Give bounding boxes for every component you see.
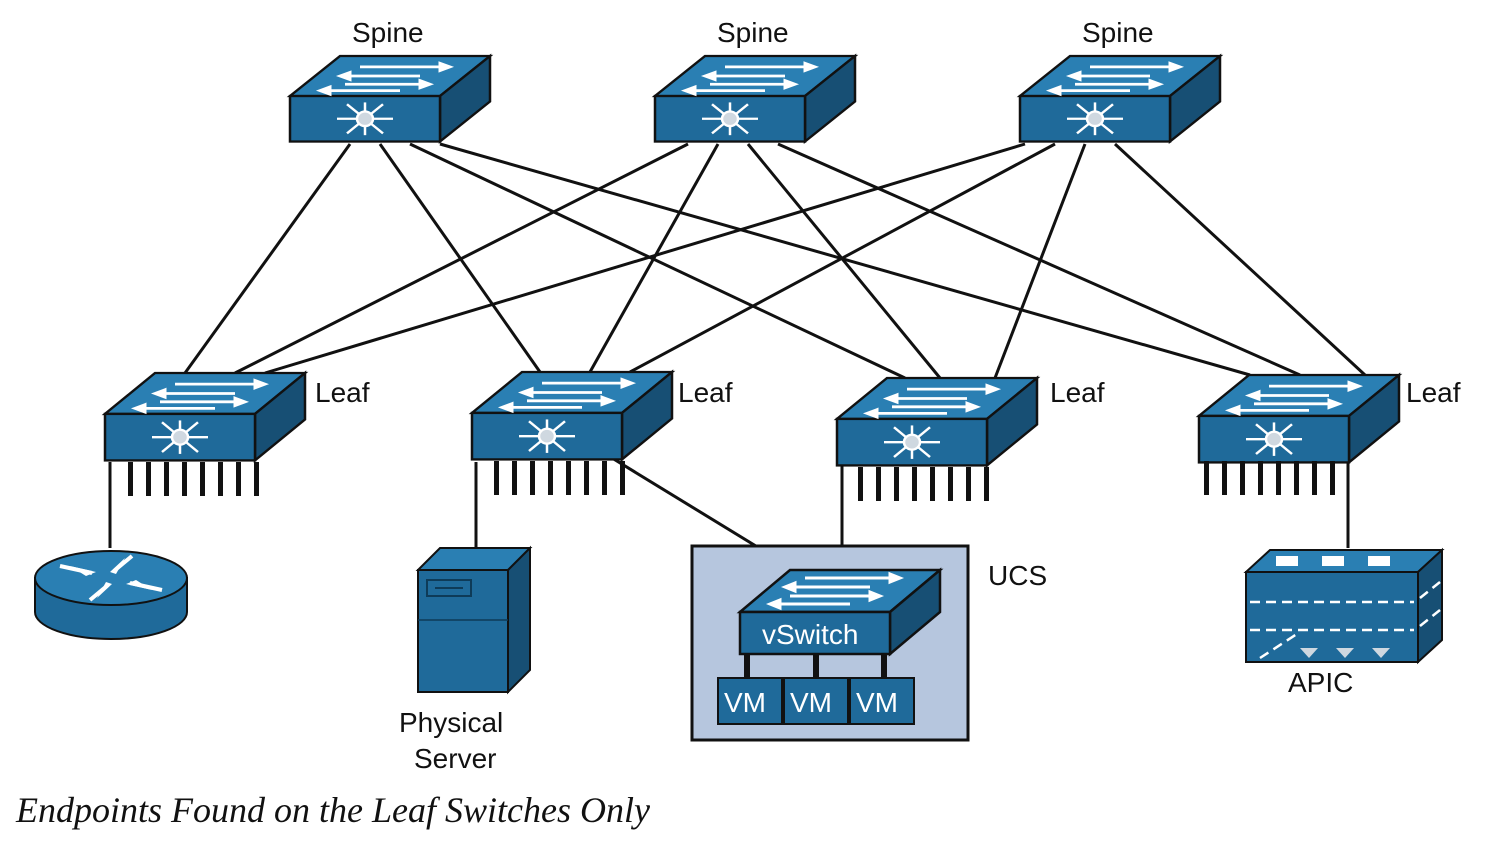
physical-server-label-line2: Server [414,743,496,774]
link [409,142,906,380]
port-bank [858,467,989,501]
switch-icon [288,54,492,144]
physical-server-label-line1: Physical [399,707,503,738]
leaf-label: Leaf [1050,377,1105,408]
leaf-label: Leaf [1406,377,1461,408]
vm-label: VM [856,687,898,718]
leaf-label: Leaf [315,377,370,408]
leaf-switch-1: Leaf [103,371,370,496]
vm-box [849,677,915,725]
switch-icon [470,370,674,461]
port-bank [1204,461,1335,495]
router-icon [34,550,188,640]
link [1113,142,1367,377]
port-bank [128,462,259,496]
link [746,143,942,379]
leaf-switch-3: Leaf [835,376,1105,501]
apic-controller-icon [1243,547,1445,665]
leaf-label: Leaf [678,377,733,408]
vswitch-label: vSwitch [762,619,858,650]
virtual-switch-icon: vSwitch [736,567,944,657]
switch-icon [653,54,857,144]
vm-label: VM [790,687,832,718]
spine-leaf-links [108,142,1367,572]
switch-icon [1018,54,1222,144]
switch-icon [1197,373,1401,464]
link [588,143,720,373]
apic-label: APIC [1288,667,1353,698]
switch-icon [835,376,1039,467]
vm-box [783,677,849,725]
spine-label: Spine [717,17,789,48]
spine-switch-3: Spine [1018,17,1222,144]
vm-label: VM [724,687,766,718]
spine-label: Spine [352,17,424,48]
port-bank [494,461,625,495]
leaf-switch-2: Leaf [470,370,733,495]
spine-label: Spine [1082,17,1154,48]
leaf-switch-4: Leaf [1197,373,1461,495]
spine-switch-2: Spine [653,17,857,144]
link [629,142,1056,374]
spine-switch-1: Spine [288,17,492,144]
link [993,143,1087,379]
figure-caption: Endpoints Found on the Leaf Switches Onl… [15,790,650,830]
server-icon [415,545,533,695]
link [234,142,689,375]
vm-row: VM VM VM [717,677,915,725]
link [439,142,1251,377]
link [183,143,352,374]
switch-icon [103,371,307,462]
vm-box [717,677,783,725]
ucs-label: UCS [988,560,1047,591]
link [264,142,1026,375]
ucs-chassis: UCS vSwitch VM VM VM [690,544,1047,742]
